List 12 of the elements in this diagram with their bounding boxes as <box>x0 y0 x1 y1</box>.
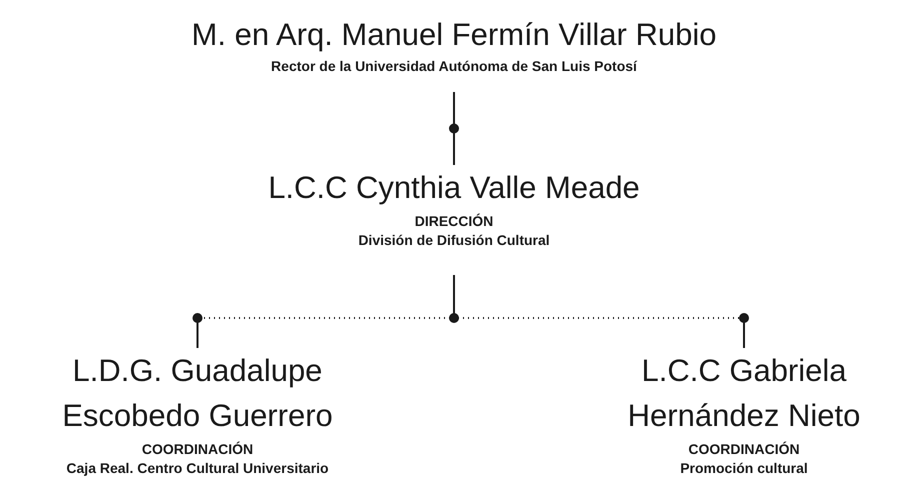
person-name: L.C.C Cynthia Valle Meade <box>268 169 640 207</box>
role-title: DIRECCIÓN <box>414 212 494 231</box>
connector-line <box>453 92 455 165</box>
role-title: Rector de la Universidad Autónoma de San Luis Potosí <box>271 57 637 76</box>
department-name: Caja Real. Centro Cultural Universitario <box>66 459 329 478</box>
role-title: COORDINACIÓN <box>142 440 254 459</box>
person-name: M. en Arq. Manuel Fermín Villar Rubio <box>192 16 716 54</box>
role-title: COORDINACIÓN <box>688 440 800 459</box>
department-name: Promoción cultural <box>680 459 808 478</box>
person-name: L.D.G. Guadalupe Escobedo Guerrero <box>61 352 334 435</box>
department-name: División de Difusión Cultural <box>358 231 550 250</box>
person-name: L.C.C Gabriela Hernández Nieto <box>626 352 862 435</box>
